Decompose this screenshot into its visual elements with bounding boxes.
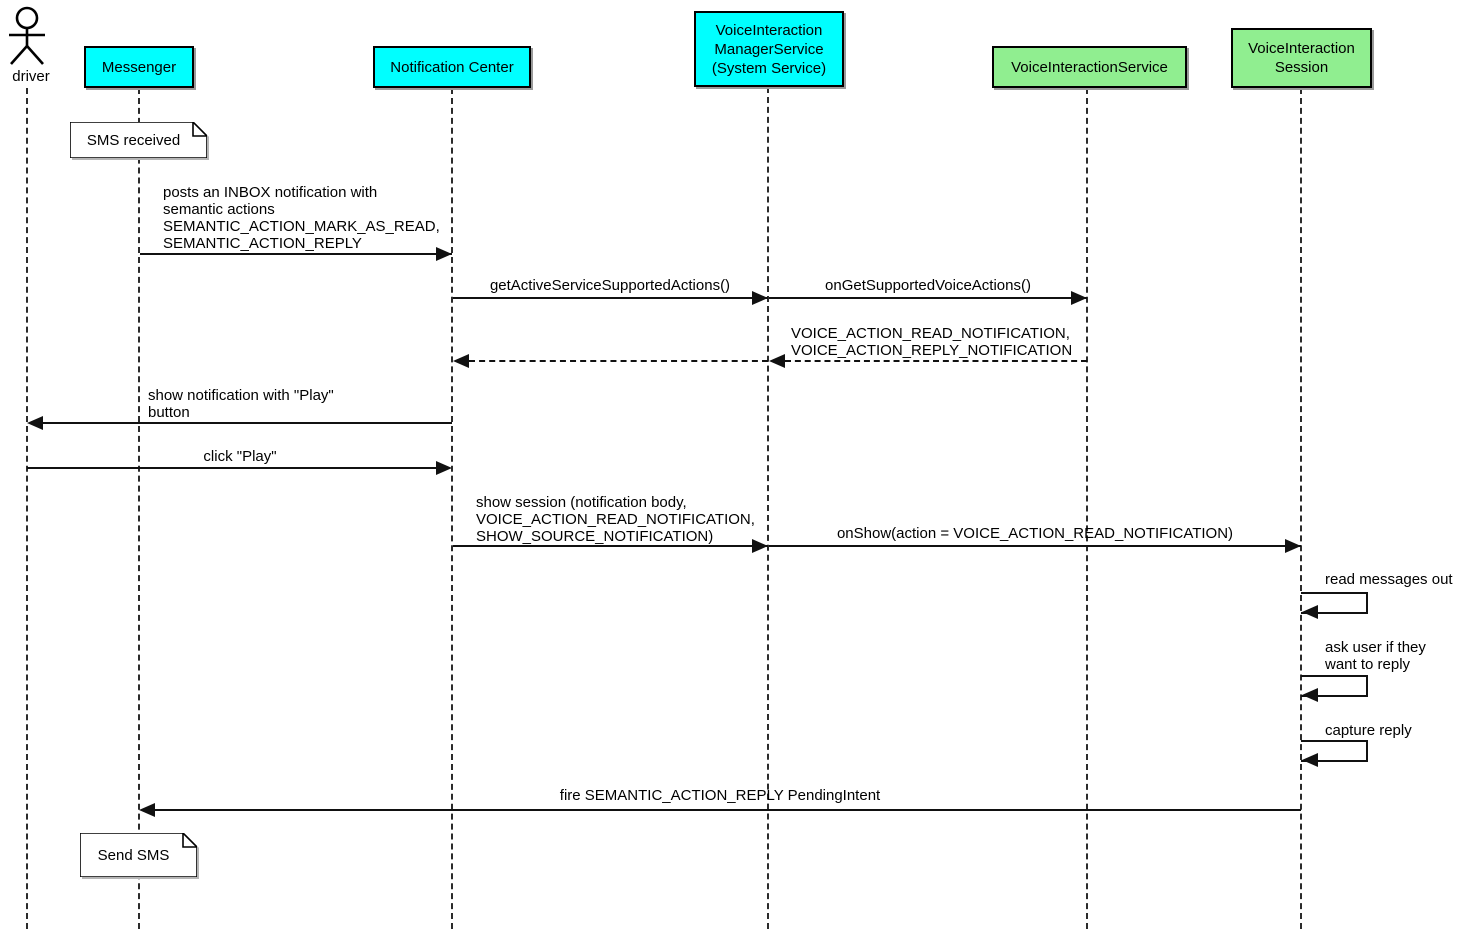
note-label: Send SMS bbox=[97, 846, 170, 864]
message-arrow-fire-semantic-action-reply bbox=[155, 809, 1301, 811]
message-label-show-session: show session (notification body, VOICE_A… bbox=[476, 494, 755, 545]
lifeline-notification-center bbox=[451, 88, 453, 929]
arrowhead-icon bbox=[1071, 291, 1087, 305]
message-label-fire-semantic-action-reply: fire SEMANTIC_ACTION_REPLY PendingIntent bbox=[559, 787, 881, 804]
message-arrow-get-active-service-supported-actions bbox=[453, 297, 768, 299]
message-label-click-play: click "Play" bbox=[203, 448, 277, 465]
message-label-capture-reply: capture reply bbox=[1325, 722, 1412, 739]
message-label-voice-actions-return: VOICE_ACTION_READ_NOTIFICATION, VOICE_AC… bbox=[791, 325, 1073, 359]
message-arrow-voice-actions-return bbox=[785, 360, 1087, 362]
message-arrow-click-play bbox=[27, 467, 436, 469]
self-message-loop-ask-user-reply bbox=[1301, 675, 1368, 697]
self-message-loop-capture-reply bbox=[1301, 740, 1368, 762]
message-arrow-show-notification-play bbox=[43, 422, 452, 424]
arrowhead-icon bbox=[1285, 539, 1301, 553]
note-sms-received: SMS received bbox=[69, 121, 208, 159]
participant-label: Messenger bbox=[101, 58, 177, 76]
note-label: SMS received bbox=[86, 131, 181, 149]
message-arrow-on-get-supported-voice-actions bbox=[769, 297, 1087, 299]
lifeline-voice-interaction-service bbox=[1086, 88, 1088, 929]
lifeline-voice-interaction-session bbox=[1300, 88, 1302, 929]
participant-voice-interaction-service: VoiceInteractionService bbox=[992, 46, 1187, 88]
arrowhead-icon bbox=[752, 291, 768, 305]
arrowhead-icon bbox=[1302, 605, 1318, 619]
note-send-sms: Send SMS bbox=[79, 832, 198, 878]
actor-label: driver bbox=[12, 68, 50, 85]
message-label-ask-user-reply: ask user if they want to reply bbox=[1325, 639, 1426, 673]
lifeline-messenger bbox=[138, 88, 140, 929]
self-message-loop-read-messages-out bbox=[1301, 592, 1368, 614]
message-label-on-get-supported-voice-actions: onGetSupportedVoiceActions() bbox=[825, 277, 1031, 294]
participant-label: VoiceInteraction Session bbox=[1248, 40, 1355, 76]
message-label-read-messages-out: read messages out bbox=[1325, 571, 1453, 588]
participant-label: VoiceInteractionService bbox=[1011, 58, 1168, 76]
arrowhead-icon bbox=[1302, 753, 1318, 767]
arrowhead-icon bbox=[436, 247, 452, 261]
message-arrow-show-session bbox=[453, 545, 768, 547]
arrowhead-icon bbox=[27, 416, 43, 430]
message-label-get-active-service-supported-actions: getActiveServiceSupportedActions() bbox=[489, 277, 731, 294]
arrowhead-icon bbox=[769, 354, 785, 368]
person-icon bbox=[9, 6, 45, 65]
message-label-show-notification-play: show notification with "Play" button bbox=[148, 387, 334, 421]
message-label-posts-inbox-notification: posts an INBOX notification with semanti… bbox=[163, 184, 440, 252]
message-arrow-on-show bbox=[769, 545, 1301, 547]
lifeline-voice-interaction-manager-service bbox=[767, 87, 769, 929]
participant-voice-interaction-manager-service: VoiceInteraction ManagerService (System … bbox=[694, 11, 844, 87]
lifeline-driver bbox=[26, 88, 28, 929]
message-arrow-posts-inbox-notification bbox=[140, 253, 452, 255]
arrowhead-icon bbox=[1302, 688, 1318, 702]
arrowhead-icon bbox=[752, 539, 768, 553]
participant-label: Notification Center bbox=[390, 58, 514, 76]
participant-messenger: Messenger bbox=[84, 46, 194, 88]
participant-notification-center: Notification Center bbox=[373, 46, 531, 88]
note-icon bbox=[79, 832, 198, 878]
arrowhead-icon bbox=[436, 461, 452, 475]
arrowhead-icon bbox=[453, 354, 469, 368]
participant-label: VoiceInteraction ManagerService (System … bbox=[711, 21, 827, 77]
arrowhead-icon bbox=[139, 803, 155, 817]
message-arrow-return-to-notification-center bbox=[469, 360, 768, 362]
actor-driver: driver bbox=[4, 6, 50, 86]
message-label-on-show: onShow(action = VOICE_ACTION_READ_NOTIFI… bbox=[836, 525, 1234, 542]
participant-voice-interaction-session: VoiceInteraction Session bbox=[1231, 28, 1372, 88]
